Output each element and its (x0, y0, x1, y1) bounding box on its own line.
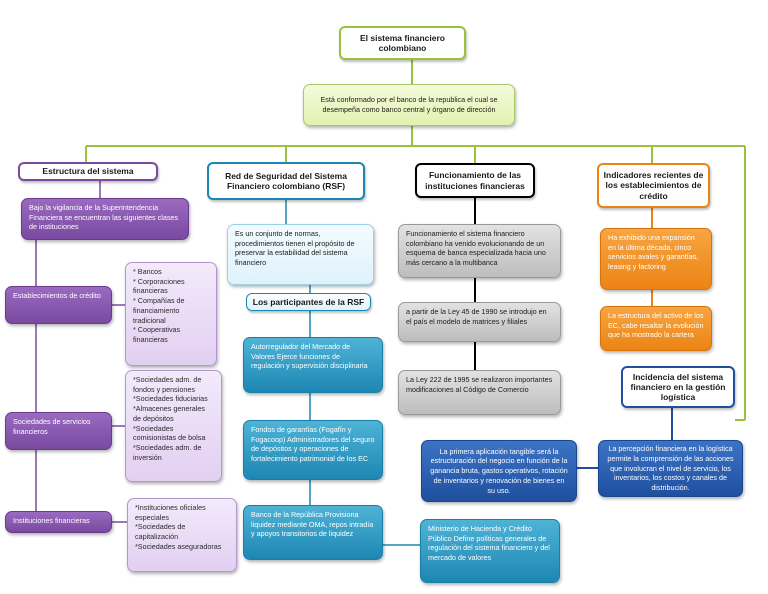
operation-evolution: Funcionamiento el sistema financiero col… (398, 224, 561, 278)
financial-institutions-list: *Instituciones oficiales especiales *Soc… (127, 498, 237, 572)
participant-guarantee-funds: Fondos de garantías (Fogafín y Fogacoop)… (243, 420, 383, 480)
participant-finance-ministry: Ministerio de Hacienda y Crédito Público… (420, 519, 560, 583)
financial-services-list: *Sociedades adm. de fondos y pensiones *… (125, 370, 222, 482)
rsf-participants-title: Los participantes de la RSF (246, 293, 371, 311)
indicators-expansion: Ha exhibido una expansión en la última d… (600, 228, 712, 290)
branch-logistics-title: Incidencia del sistema financiero en la … (621, 366, 735, 408)
branch-rsf-title: Red de Seguridad del Sistema Financiero … (207, 162, 365, 200)
root-title: El sistema financiero colombiano (339, 26, 466, 60)
operation-law-45-1990: a partir de la Ley 45 de 1990 se introdu… (398, 302, 561, 342)
branch-indicators-title: Indicadores recientes de los establecimi… (597, 163, 710, 208)
branch-structure-title: Estructura del sistema (18, 162, 158, 181)
operation-law-222-1995: La Ley 222 de 1995 se realizaron importa… (398, 370, 561, 415)
category-financial-institutions: Instituciones financieras (5, 511, 112, 533)
participant-market-self-regulator: Autorregulador del Mercado de Valores Ej… (243, 337, 383, 393)
credit-establishments-list: * Bancos * Corporaciones financieras * C… (125, 262, 217, 366)
participant-central-bank: Banco de la República Provisiona liquide… (243, 505, 383, 560)
branch-operation-title: Funcionamiento de las instituciones fina… (415, 163, 535, 198)
indicators-asset-structure: La estructura del activo de los EC, cabe… (600, 306, 712, 351)
category-financial-services: Sociedades de servicios financieros (5, 412, 112, 450)
logistics-financial-perception: La percepción financiera en la logística… (598, 440, 743, 497)
category-credit-establishments: Establecimientos de crédito (5, 286, 112, 324)
logistics-first-application: La primera aplicación tangible será la e… (421, 440, 577, 502)
root-description: Está conformado por el banco de la repub… (303, 84, 515, 126)
structure-intro: Bajo la vigilancia de la Superintendenci… (21, 198, 189, 240)
rsf-intro: Es un conjunto de normas, procedimientos… (227, 224, 374, 285)
